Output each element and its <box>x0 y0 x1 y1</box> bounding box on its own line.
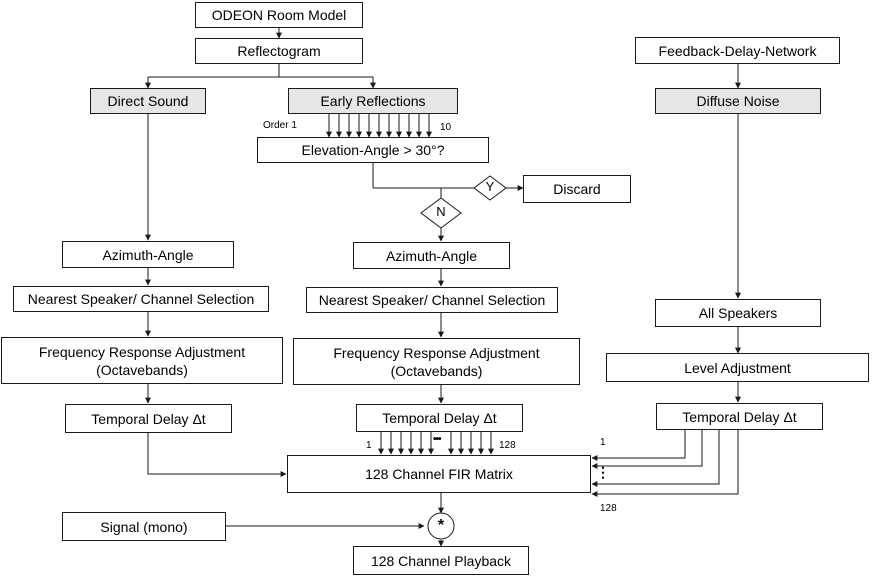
box-direct-sound-label: Direct Sound <box>107 93 189 109</box>
box-freq-mid-line1: Frequency Response Adjustment <box>333 344 540 361</box>
box-odeon-label: ODEON Room Model <box>211 7 347 23</box>
order-start-label: Order 1 <box>263 120 297 131</box>
box-level-adjustment-label: Level Adjustment <box>684 359 791 376</box>
box-signal-mono: Signal (mono) <box>62 512 226 541</box>
box-fdn-label: Feedback-Delay-Network <box>658 42 817 59</box>
box-elevation-label: Elevation-Angle > 30°? <box>301 142 445 158</box>
box-nearest-left: Nearest Speaker/ Channel Selection <box>13 286 269 312</box>
order-arrows <box>326 114 432 138</box>
decision-yes-label: Y <box>485 179 495 194</box>
arrow-right-ch-3 <box>591 430 720 487</box>
box-nearest-mid-label: Nearest Speaker/ Channel Selection <box>318 292 546 308</box>
box-delay-right-label: Temporal Delay Δt <box>682 408 797 425</box>
box-early-reflections-label: Early Reflections <box>320 93 426 109</box>
box-delay-left-label: Temporal Delay Δt <box>91 410 206 427</box>
box-diffuse-noise-label: Diffuse Noise <box>696 93 780 109</box>
convolution-operator-circle <box>427 512 455 540</box>
fir-top-start-label: 1 <box>366 440 372 451</box>
box-level-adjustment: Level Adjustment <box>606 353 869 382</box>
box-fir-matrix-label: 128 Channel FIR Matrix <box>365 466 513 482</box>
box-diffuse-noise: Diffuse Noise <box>655 88 821 114</box>
arrow-right-ch-2 <box>591 430 703 469</box>
box-freq-mid-line2: (Octavebands) <box>390 362 483 379</box>
box-nearest-left-label: Nearest Speaker/ Channel Selection <box>27 291 255 307</box>
box-freq-left: Frequency Response Adjustment(Octaveband… <box>1 337 283 384</box>
box-all-speakers-label: All Speakers <box>698 305 778 321</box>
box-discard-label: Discard <box>553 181 601 197</box>
box-azimuth-left: Azimuth-Angle <box>62 241 234 268</box>
decision-no-diamond <box>420 197 462 229</box>
box-delay-mid-label: Temporal Delay Δt <box>382 410 497 426</box>
fir-top-dots: ••• <box>433 434 441 445</box>
box-azimuth-mid: Azimuth-Angle <box>353 242 510 269</box>
box-all-speakers: All Speakers <box>655 299 821 327</box>
box-delay-right: Temporal Delay Δt <box>656 403 823 430</box>
box-azimuth-left-label: Azimuth-Angle <box>102 246 194 263</box>
box-discard: Discard <box>523 175 631 203</box>
fir-top-end-label: 128 <box>499 440 516 451</box>
box-feedback-delay-network: Feedback-Delay-Network <box>635 37 840 64</box>
box-nearest-mid: Nearest Speaker/ Channel Selection <box>306 287 558 313</box>
right-dots: ⋮ <box>596 464 610 480</box>
box-freq-mid: Frequency Response Adjustment(Octaveband… <box>293 338 580 385</box>
box-freq-left-line2: (Octavebands) <box>96 361 188 378</box>
arrow-right-ch-1 <box>591 430 686 461</box>
box-signal-label: Signal (mono) <box>100 518 188 535</box>
box-reflectogram-label: Reflectogram <box>237 43 321 59</box>
decision-yes-diamond <box>473 175 507 201</box>
box-delay-left: Temporal Delay Δt <box>65 404 232 433</box>
box-playback-label: 128 Channel Playback <box>370 552 512 569</box>
box-azimuth-mid-label: Azimuth-Angle <box>385 247 478 264</box>
box-fir-matrix: 128 Channel FIR Matrix <box>287 455 591 493</box>
box-elevation-check: Elevation-Angle > 30°? <box>257 137 489 163</box>
order-end-label: 10 <box>440 122 452 133</box>
box-delay-mid: Temporal Delay Δt <box>356 404 523 432</box>
right-end-label: 128 <box>600 503 617 514</box>
box-playback: 128 Channel Playback <box>353 546 529 575</box>
box-direct-sound: Direct Sound <box>90 88 206 114</box>
decision-no-label: N <box>436 204 446 219</box>
box-freq-left-line1: Frequency Response Adjustment <box>38 343 246 360</box>
arrow-right-ch-128 <box>591 430 739 497</box>
box-odeon-room-model: ODEON Room Model <box>195 2 363 28</box>
convolution-operator-symbol: * <box>437 517 445 534</box>
fir-channel-arrows <box>378 432 494 455</box>
box-early-reflections: Early Reflections <box>288 88 458 114</box>
arrow-delay-left-to-fir <box>147 433 287 477</box>
right-start-label: 1 <box>600 437 606 448</box>
box-reflectogram: Reflectogram <box>195 38 363 64</box>
